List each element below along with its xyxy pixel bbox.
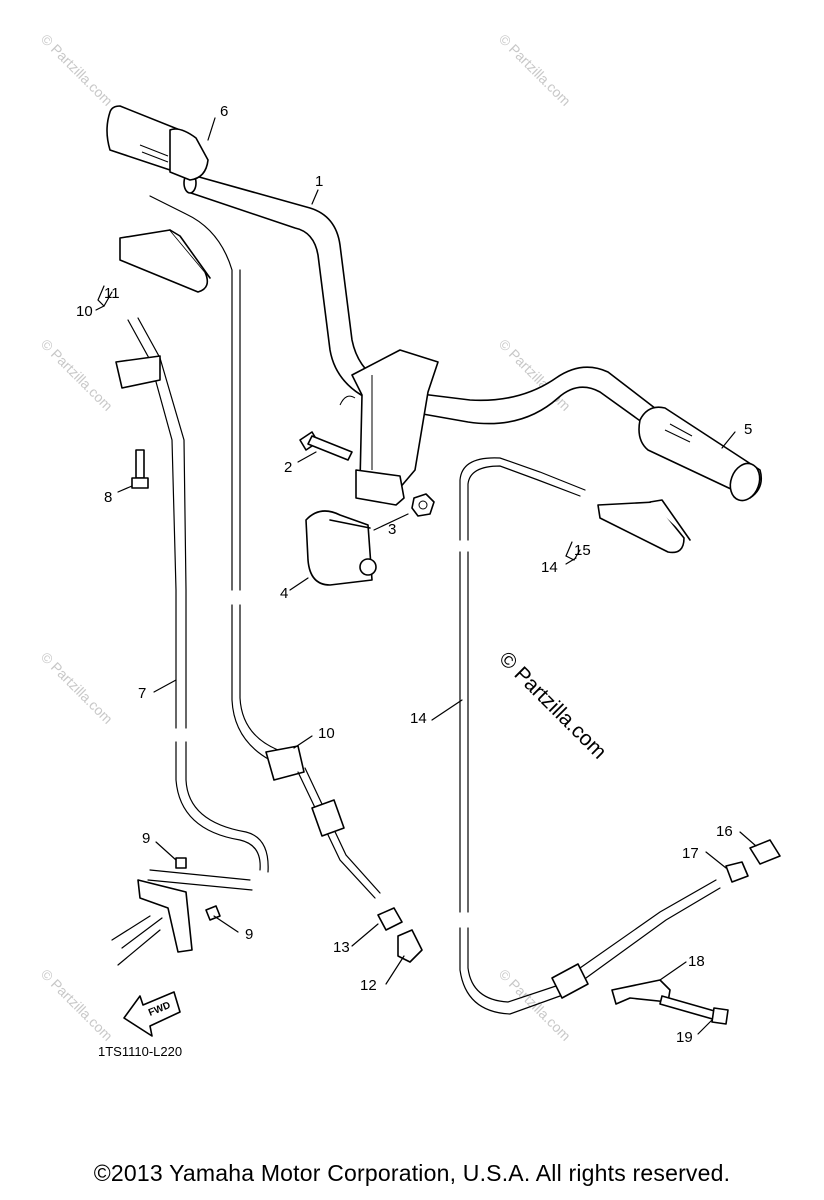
handlebar xyxy=(183,172,661,506)
callout-19: 19 xyxy=(676,1029,693,1046)
callout-10b: 10 xyxy=(318,725,335,742)
callout-16: 16 xyxy=(716,823,733,840)
cable-7 xyxy=(115,317,269,891)
adjuster-12 xyxy=(397,929,423,963)
watermark: © Partzilla.com xyxy=(496,31,574,109)
callout-13: 13 xyxy=(333,939,350,956)
bolt-19 xyxy=(659,995,729,1025)
watermark-large: © Partzilla.com xyxy=(494,647,610,763)
screw-8 xyxy=(131,449,149,489)
nut-16 xyxy=(749,839,781,865)
callout-4: 4 xyxy=(280,585,288,602)
copyright-notice: ©2013 Yamaha Motor Corporation, U.S.A. A… xyxy=(93,1160,731,1186)
callout-7: 7 xyxy=(138,685,146,702)
watermark: © Partzilla.com xyxy=(38,31,116,109)
watermark: © Partzilla.com xyxy=(38,649,116,727)
callout-5: 5 xyxy=(744,421,752,438)
handlebar-clamp xyxy=(305,510,377,586)
callout-2: 2 xyxy=(284,459,292,476)
lever-holder-left xyxy=(119,229,211,293)
callout-11: 11 xyxy=(104,285,120,302)
callouts: 1 2 3 4 5 6 7 8 9 9 10 10 11 12 13 14 14… xyxy=(76,103,752,1046)
callout-18: 18 xyxy=(688,953,705,970)
cable-14 xyxy=(459,457,721,1015)
nut-17 xyxy=(725,861,749,883)
callout-14b: 14 xyxy=(541,559,558,576)
callout-1: 1 xyxy=(315,173,323,190)
callout-6: 6 xyxy=(220,103,228,120)
callout-8: 8 xyxy=(104,489,112,506)
callout-17: 17 xyxy=(682,845,699,862)
watermark: © Partzilla.com xyxy=(38,966,116,1044)
watermark: © Partzilla.com xyxy=(38,336,116,414)
fwd-arrow-icon: FWD xyxy=(123,991,181,1037)
lever-holder-right xyxy=(597,499,691,554)
right-grip xyxy=(638,406,763,502)
callout-15: 15 xyxy=(574,542,591,559)
cable-10 xyxy=(149,195,381,899)
callout-3: 3 xyxy=(388,521,396,538)
diagram-code: 1TS1110-L220 xyxy=(98,1044,182,1059)
callout-9a: 9 xyxy=(142,830,150,847)
bracket-9 xyxy=(111,857,221,966)
callout-12: 12 xyxy=(360,977,377,994)
leader-lines xyxy=(95,117,757,1035)
bolt xyxy=(299,431,353,461)
callout-10a: 10 xyxy=(76,303,93,320)
callout-14a: 14 xyxy=(410,710,427,727)
nut-13 xyxy=(377,907,403,931)
throttle-grip xyxy=(106,105,209,181)
nut xyxy=(411,493,435,517)
callout-9b: 9 xyxy=(245,926,253,943)
